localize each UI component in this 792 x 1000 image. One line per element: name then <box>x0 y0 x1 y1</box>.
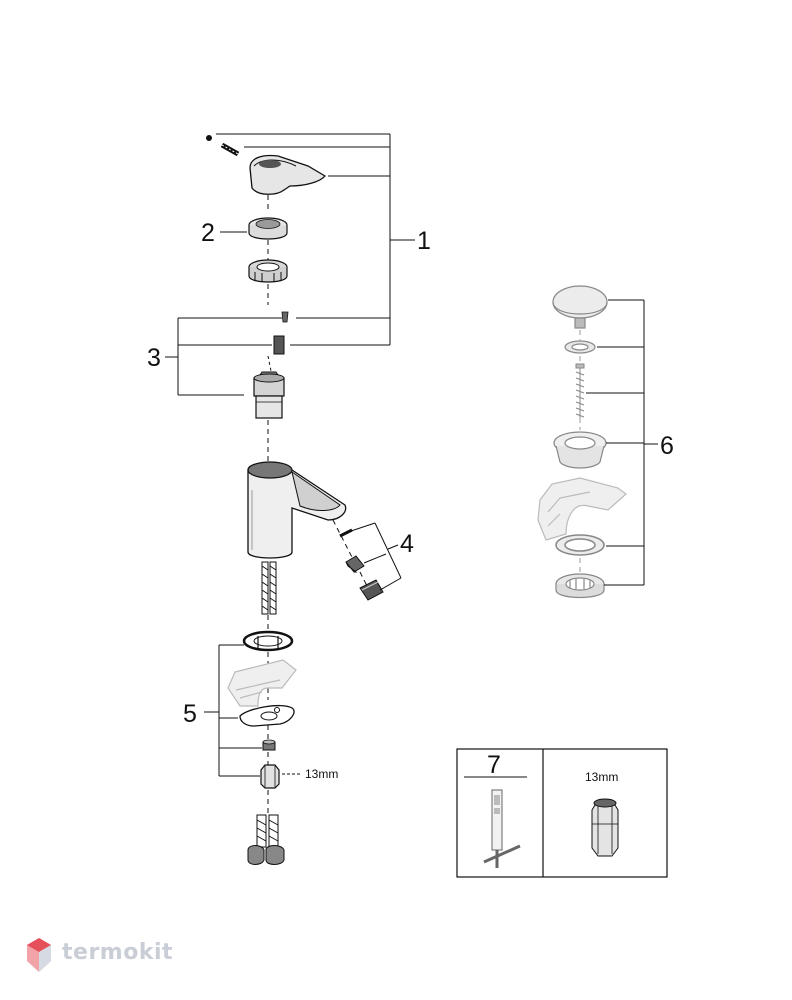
lever-handle-assembly <box>206 135 326 195</box>
fixing-plate <box>239 704 295 727</box>
cartridge <box>253 371 285 419</box>
waste-bolt <box>575 363 585 418</box>
plug-washer <box>564 340 596 354</box>
termokit-logo-icon <box>27 938 51 972</box>
hose-ends <box>247 814 285 865</box>
callout-bracket-6 <box>586 299 658 586</box>
cover-cap <box>248 217 288 240</box>
retaining-nut <box>248 259 288 283</box>
callout-bracket-3 <box>165 317 282 396</box>
grub-screw <box>220 142 240 157</box>
hex-key-tool <box>483 789 521 868</box>
aerator-parts <box>332 519 384 601</box>
callout-bracket-4 <box>344 522 402 591</box>
callout-bracket-5 <box>204 644 262 777</box>
tool-size-label: 13mm <box>585 770 618 784</box>
socket-13mm-icon <box>591 798 619 857</box>
callout-4: 4 <box>400 530 414 558</box>
mounting-gasket <box>242 630 294 652</box>
popup-plug <box>552 285 608 329</box>
aerator-insert <box>345 555 365 573</box>
callout-5: 5 <box>183 700 197 728</box>
fixing-nut-small <box>262 739 276 751</box>
hex-nut-13mm <box>260 764 280 789</box>
set-screw <box>206 135 212 141</box>
callout-1: 1 <box>417 227 431 255</box>
cartridge-stem <box>267 335 285 377</box>
mixer-body <box>247 461 347 559</box>
nut-size-label: 13mm <box>305 767 338 781</box>
lever-handle <box>249 154 326 195</box>
callout-6: 6 <box>660 432 674 460</box>
aerator-housing <box>359 579 384 601</box>
flexible-hoses <box>261 561 277 615</box>
waste-nut <box>555 573 605 599</box>
callout-bracket-1 <box>216 133 415 346</box>
waste-flange <box>553 431 607 469</box>
small-screw <box>281 311 289 323</box>
callout-7: 7 <box>487 751 501 779</box>
basin-section-waste <box>537 477 627 541</box>
watermark-text: termokit <box>62 940 174 965</box>
callout-2: 2 <box>201 219 215 247</box>
waste-gasket <box>555 534 605 556</box>
basin-section <box>227 659 297 707</box>
callout-3: 3 <box>147 344 161 372</box>
